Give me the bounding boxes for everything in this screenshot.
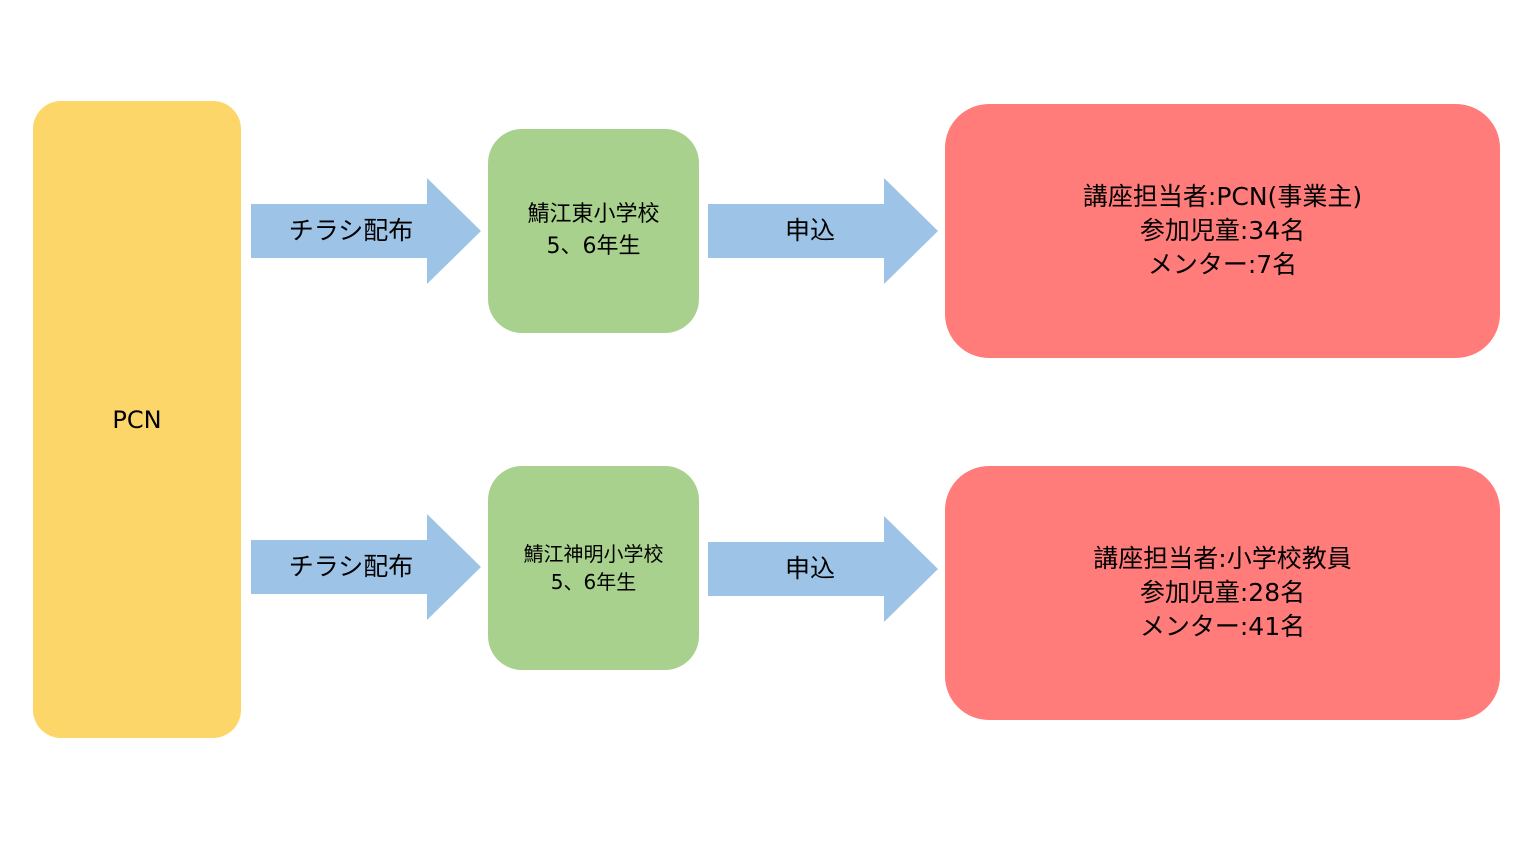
apply-arrow-2-shape [708, 516, 938, 622]
result-2-participants: 参加児童:28名 [1139, 578, 1306, 607]
apply-arrow-2 [708, 516, 938, 622]
result-node-2: 講座担当者:小学校教員 参加児童:28名 メンター:41名 [945, 466, 1500, 720]
flyer-arrow-2 [251, 514, 481, 620]
flyer-label-2: チラシ配布 [288, 552, 414, 581]
flyer-arrow-1-shape [251, 178, 481, 284]
pcn-label: PCN [112, 405, 162, 434]
flyer-arrow-2-shape [251, 514, 481, 620]
result-2-mentors: メンター:41名 [1139, 612, 1306, 641]
flyer-label-1: チラシ配布 [288, 216, 414, 245]
result-node-1: 講座担当者:PCN(事業主) 参加児童:34名 メンター:7名 [945, 104, 1500, 358]
pcn-node: PCN [33, 101, 241, 738]
school-name-1: 鯖江東小学校 [527, 202, 660, 227]
school-grade-1: 5、6年生 [546, 234, 641, 259]
school-grade-2: 5、6年生 [550, 570, 637, 594]
school-node-2: 鯖江神明小学校 5、6年生 [488, 466, 699, 670]
result-1-instructor: 講座担当者:PCN(事業主) [1082, 182, 1363, 211]
result-2-instructor: 講座担当者:小学校教員 [1093, 544, 1352, 573]
school-node-1: 鯖江東小学校 5、6年生 [488, 129, 699, 333]
apply-arrow-1-shape [708, 178, 938, 284]
result-1-mentors: メンター:7名 [1147, 250, 1298, 279]
apply-label-2: 申込 [784, 554, 835, 583]
apply-label-1: 申込 [784, 216, 835, 245]
flyer-arrow-1 [251, 178, 481, 284]
school-name-2: 鯖江神明小学校 [523, 542, 664, 566]
result-1-participants: 参加児童:34名 [1139, 216, 1306, 245]
apply-arrow-1 [708, 178, 938, 284]
